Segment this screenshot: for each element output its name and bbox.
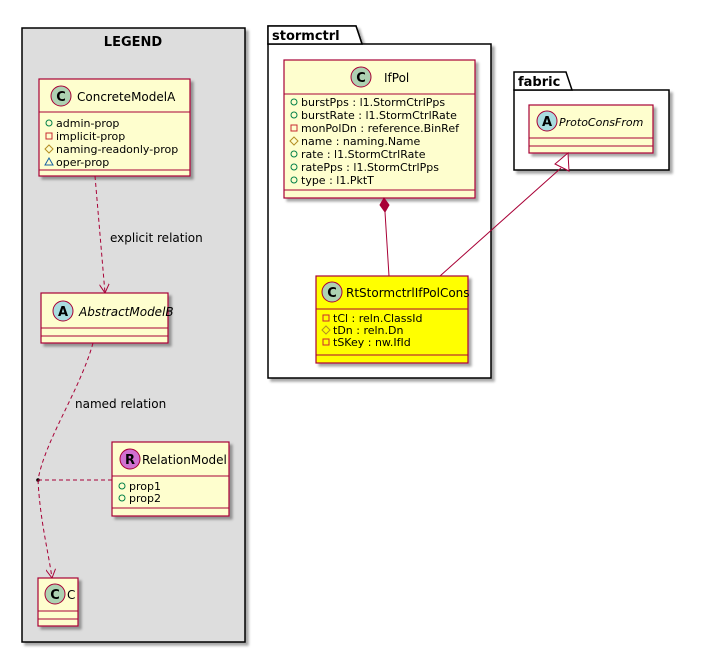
property-text: burstPps : l1.StormCtrlPps (301, 96, 445, 109)
public-icon (45, 119, 53, 127)
public-icon (290, 150, 298, 158)
package-name: stormctrl (272, 29, 340, 44)
badge-letter: C (356, 71, 366, 86)
class-badge-icon (50, 85, 72, 107)
badge-letter: R (125, 453, 135, 468)
class-concrete-model-a[interactable]: C ConcreteModelA admin-propimplicit-prop… (38, 78, 191, 177)
class-abstract-model-b[interactable]: A AbstractModelB (40, 292, 174, 344)
badge-letter: C (56, 90, 66, 105)
badge-letter: C (327, 286, 337, 301)
private-icon (322, 314, 330, 322)
public-icon (290, 111, 298, 119)
class-proto-cons-from[interactable]: A ProtoConsFrom (528, 104, 654, 154)
private-icon (290, 124, 298, 132)
public-icon (118, 494, 126, 502)
property-text: tSKey : nw.IfId (333, 336, 411, 349)
edge-label-explicit: explicit relation (110, 231, 203, 245)
class-badge-icon (350, 66, 372, 88)
edge-inheritance (439, 151, 570, 277)
package-private-icon (44, 156, 54, 166)
public-icon (118, 482, 126, 490)
property-text: type : l1.PktT (301, 174, 374, 187)
class-c[interactable]: C C (37, 577, 79, 627)
public-icon (290, 176, 298, 184)
inheritance-triangle-icon (554, 151, 570, 172)
public-icon (290, 163, 298, 171)
legend-title: LEGEND (104, 35, 163, 50)
class-badge-icon (321, 281, 343, 303)
protected-icon (44, 144, 54, 154)
property-text: implicit-prop (56, 130, 125, 143)
class-ifpol[interactable]: C IfPol burstPps : l1.StormCtrlPpsburstR… (283, 59, 476, 199)
class-name: IfPol (384, 71, 409, 85)
class-name: ProtoConsFrom (559, 116, 643, 129)
relation-badge-icon (119, 448, 141, 470)
public-icon (290, 98, 298, 106)
class-name: RtStormctrlIfPolCons (346, 286, 470, 300)
class-name: AbstractModelB (78, 305, 174, 319)
badge-letter: C (50, 588, 60, 603)
edge-named-relation: named relation (36, 342, 166, 578)
protected-icon (321, 325, 331, 335)
badge-letter: A (58, 305, 68, 320)
class-rt-stormctrl-ifpol-cons[interactable]: C RtStormctrlIfPolCons tCl : reln.ClassI… (315, 275, 470, 364)
property-text: admin-prop (56, 117, 119, 130)
property-text: oper-prop (56, 156, 109, 169)
property-text: prop2 (129, 492, 161, 505)
edge-explicit-relation: explicit relation (94, 175, 203, 293)
class-name: ConcreteModelA (77, 90, 176, 104)
property-text: prop1 (129, 480, 161, 493)
property-text: name : naming.Name (301, 135, 421, 148)
class-name: C (67, 588, 75, 602)
class-name: RelationModel (142, 453, 227, 467)
property-text: monPolDn : reference.BinRef (301, 122, 460, 135)
property-text: tDn : reln.Dn (333, 324, 403, 337)
property-text: ratePps : l1.StormCtrlPps (301, 161, 439, 174)
abstract-badge-icon (536, 110, 558, 132)
private-icon (322, 338, 330, 346)
edge-label-named: named relation (75, 397, 166, 411)
property-text: naming-readonly-prop (56, 143, 178, 156)
protected-icon (289, 136, 299, 146)
package-name: fabric (518, 75, 560, 90)
edge-composition (379, 197, 390, 277)
property-text: burstRate : l1.StormCtrlRate (301, 109, 457, 122)
private-icon (45, 132, 53, 140)
class-badge-icon (44, 583, 66, 605)
badge-letter: A (542, 115, 552, 130)
composition-diamond-icon (379, 197, 390, 213)
property-text: tCl : reln.ClassId (333, 312, 423, 325)
abstract-badge-icon (52, 300, 74, 322)
property-text: rate : l1.StormCtrlRate (301, 148, 426, 161)
